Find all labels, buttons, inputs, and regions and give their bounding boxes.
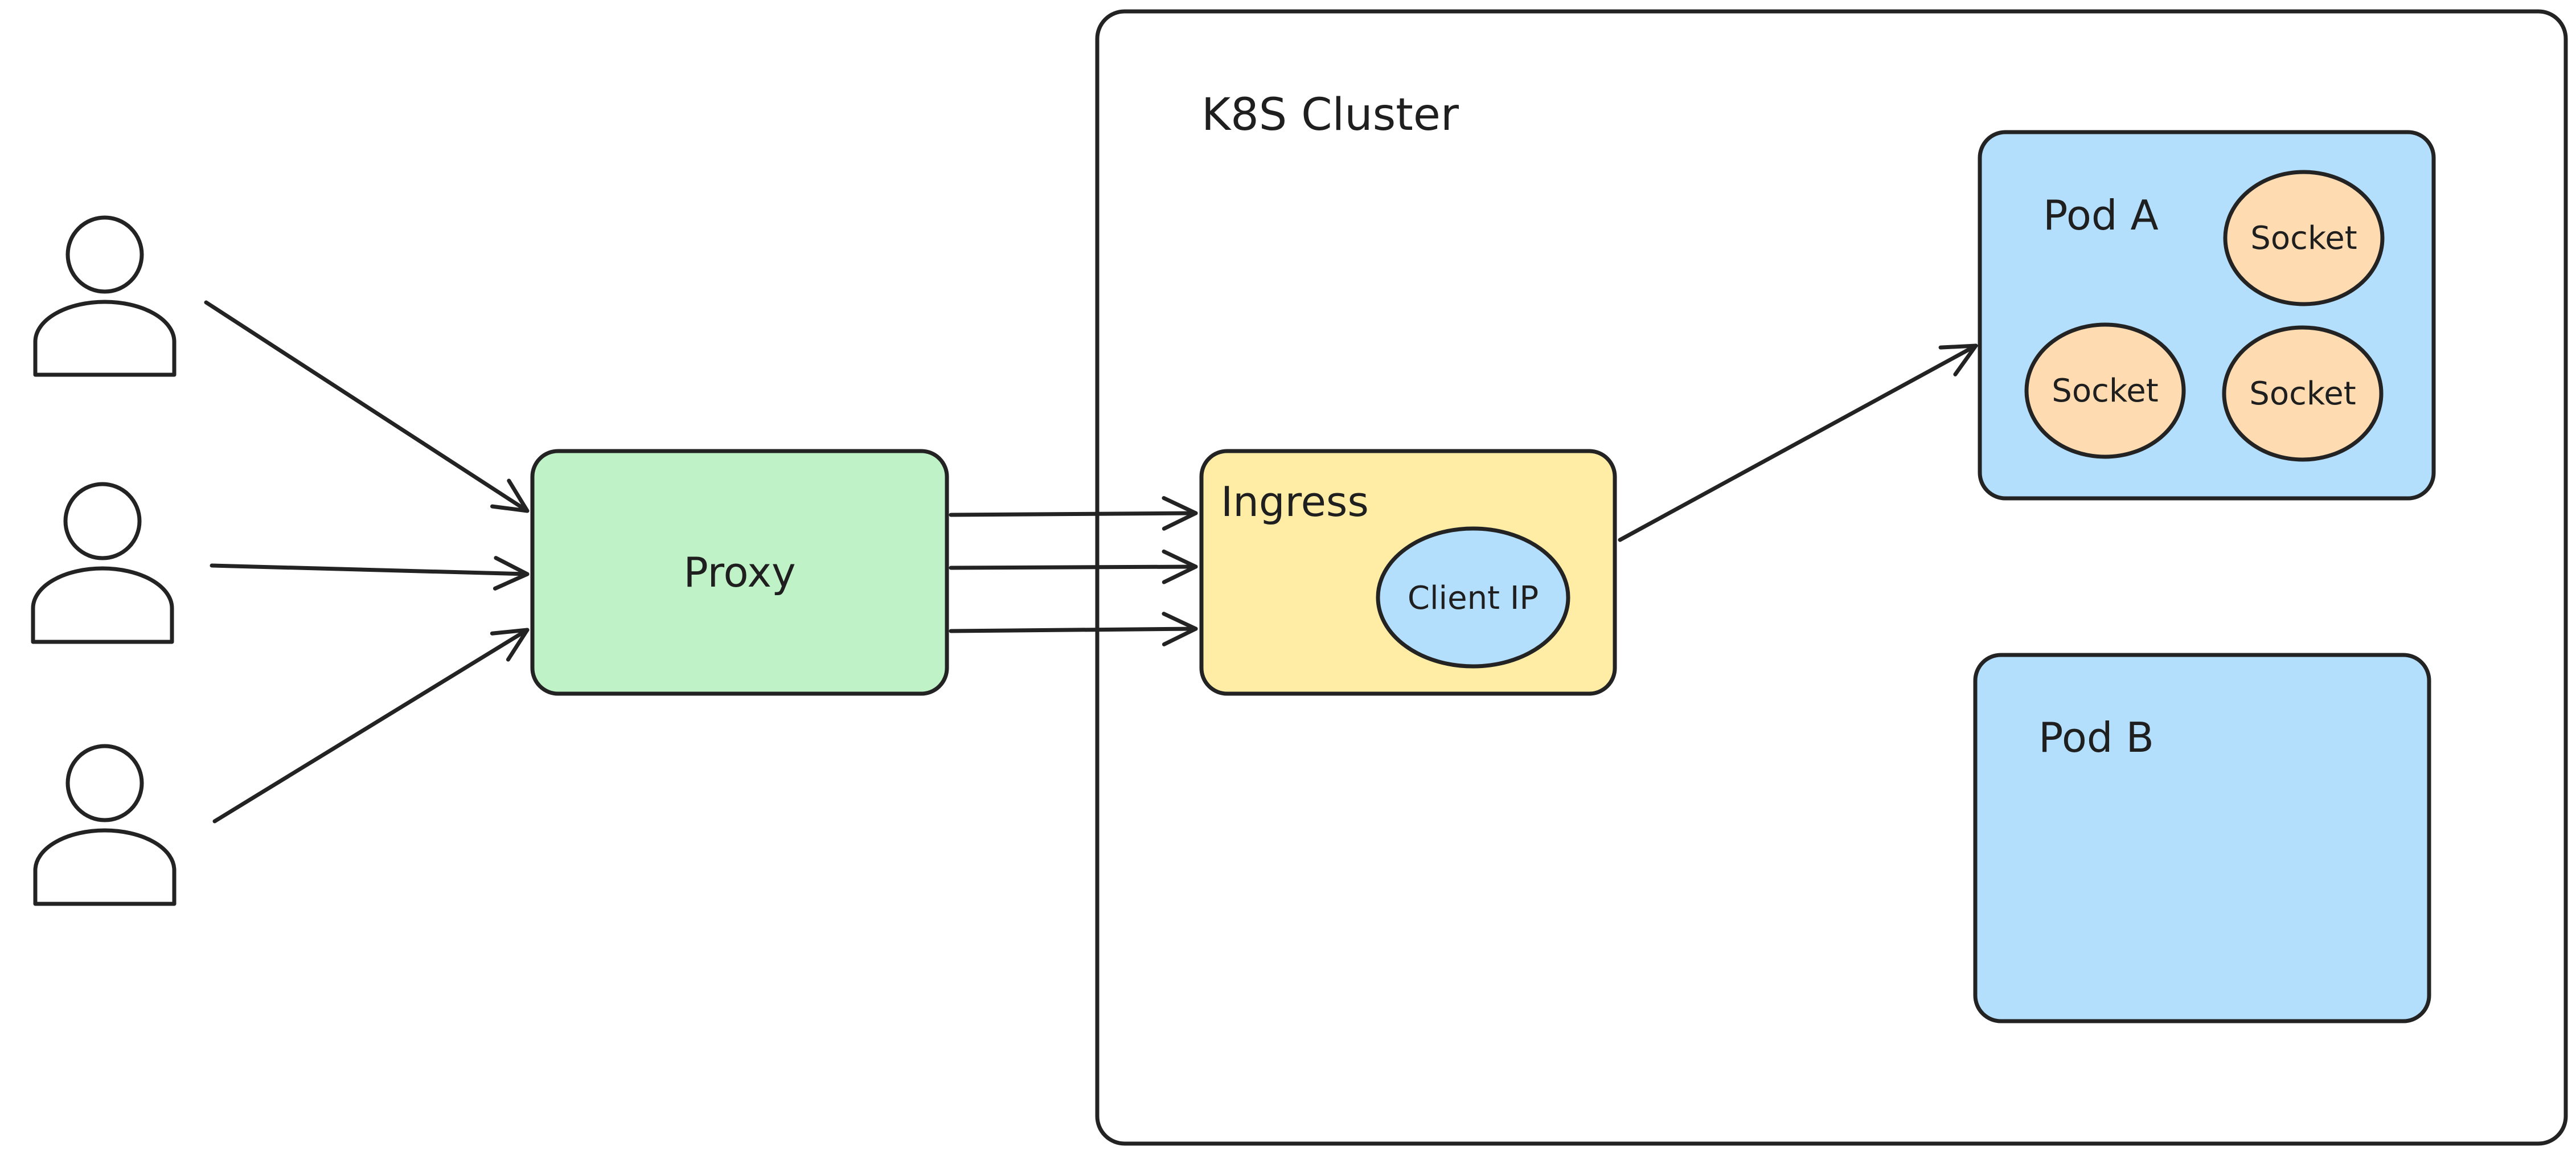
client-ip-label: Client IP — [1408, 580, 1539, 617]
socket-node[interactable]: Socket — [2024, 322, 2186, 459]
pod-a-box[interactable]: Pod A Socket Socket Socket — [1978, 130, 2436, 501]
arrowhead — [490, 478, 530, 513]
pod-a-label: Pod A — [2043, 191, 2159, 239]
arrowhead — [1938, 343, 1978, 376]
socket-label: Socket — [2052, 372, 2158, 409]
user-2[interactable] — [31, 482, 174, 644]
client-ip-node[interactable]: Client IP — [1376, 526, 1570, 669]
user-icon — [33, 744, 177, 906]
k8s-cluster-label: K8S Cluster — [1201, 89, 1459, 141]
arrow-user-3-to-proxy — [212, 628, 530, 824]
ingress-label: Ingress — [1221, 478, 1369, 526]
arrow-proxy-to-ingress — [949, 626, 1198, 633]
socket-node[interactable]: Socket — [2223, 170, 2385, 306]
arrow-proxy-to-ingress — [949, 564, 1198, 570]
arrow-ingress-to-pod-a — [1618, 343, 1978, 542]
arrowhead — [1162, 612, 1198, 646]
ingress-box[interactable]: Ingress Client IP — [1199, 449, 1617, 696]
arrowhead — [490, 628, 530, 662]
arrow-user-2-to-proxy — [210, 563, 530, 576]
pod-b-label: Pod B — [2038, 714, 2154, 761]
proxy-label: Proxy — [683, 548, 795, 596]
socket-label: Socket — [2250, 220, 2357, 257]
arrow-proxy-to-ingress — [949, 511, 1198, 517]
user-icon — [33, 215, 177, 377]
socket-node[interactable]: Socket — [2222, 325, 2384, 462]
arrowhead — [1162, 549, 1198, 584]
connectors — [204, 300, 1978, 824]
socket-label: Socket — [2249, 375, 2356, 412]
user-icon — [31, 482, 174, 644]
user-1[interactable] — [33, 215, 177, 377]
arrowhead — [1162, 495, 1198, 531]
arrow-user-1-to-proxy — [204, 300, 530, 513]
proxy-box[interactable]: Proxy — [530, 449, 949, 696]
pod-b-box[interactable]: Pod B — [1973, 653, 2431, 1023]
arrowhead — [493, 556, 530, 591]
user-3[interactable] — [33, 744, 177, 906]
